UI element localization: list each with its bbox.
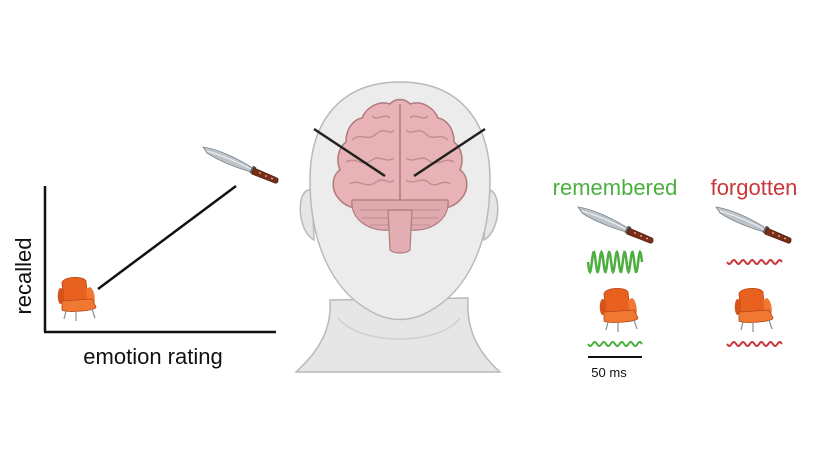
forgotten-chair-signal [726,340,783,348]
electrode-right [413,127,486,178]
armchair-icon [57,276,97,322]
knife-icon [202,146,279,184]
remembered-knife-icon [577,206,654,244]
forgotten-knife-signal [726,258,783,266]
electrode-left [313,127,386,178]
forgotten-knife-icon [715,206,792,244]
remembered-armchair-icon [599,287,639,333]
remembered-knife-signal [586,249,644,275]
remembered-label: remembered [553,175,678,200]
trend-line [97,184,237,291]
brain-icon [332,98,468,254]
x-axis-label: emotion rating [83,344,222,369]
forgotten-column: forgotten [711,175,798,348]
head-with-brain-icon [294,81,502,373]
remembered-column: remembered 50 ms [553,175,678,380]
remembered-chair-signal [587,341,643,347]
scale-bar-label: 50 ms [591,365,627,380]
forgotten-armchair-icon [734,287,774,333]
y-axis-label: recalled [11,237,36,314]
emotion-recall-graph: recalled emotion rating [11,146,279,369]
forgotten-label: forgotten [711,175,798,200]
